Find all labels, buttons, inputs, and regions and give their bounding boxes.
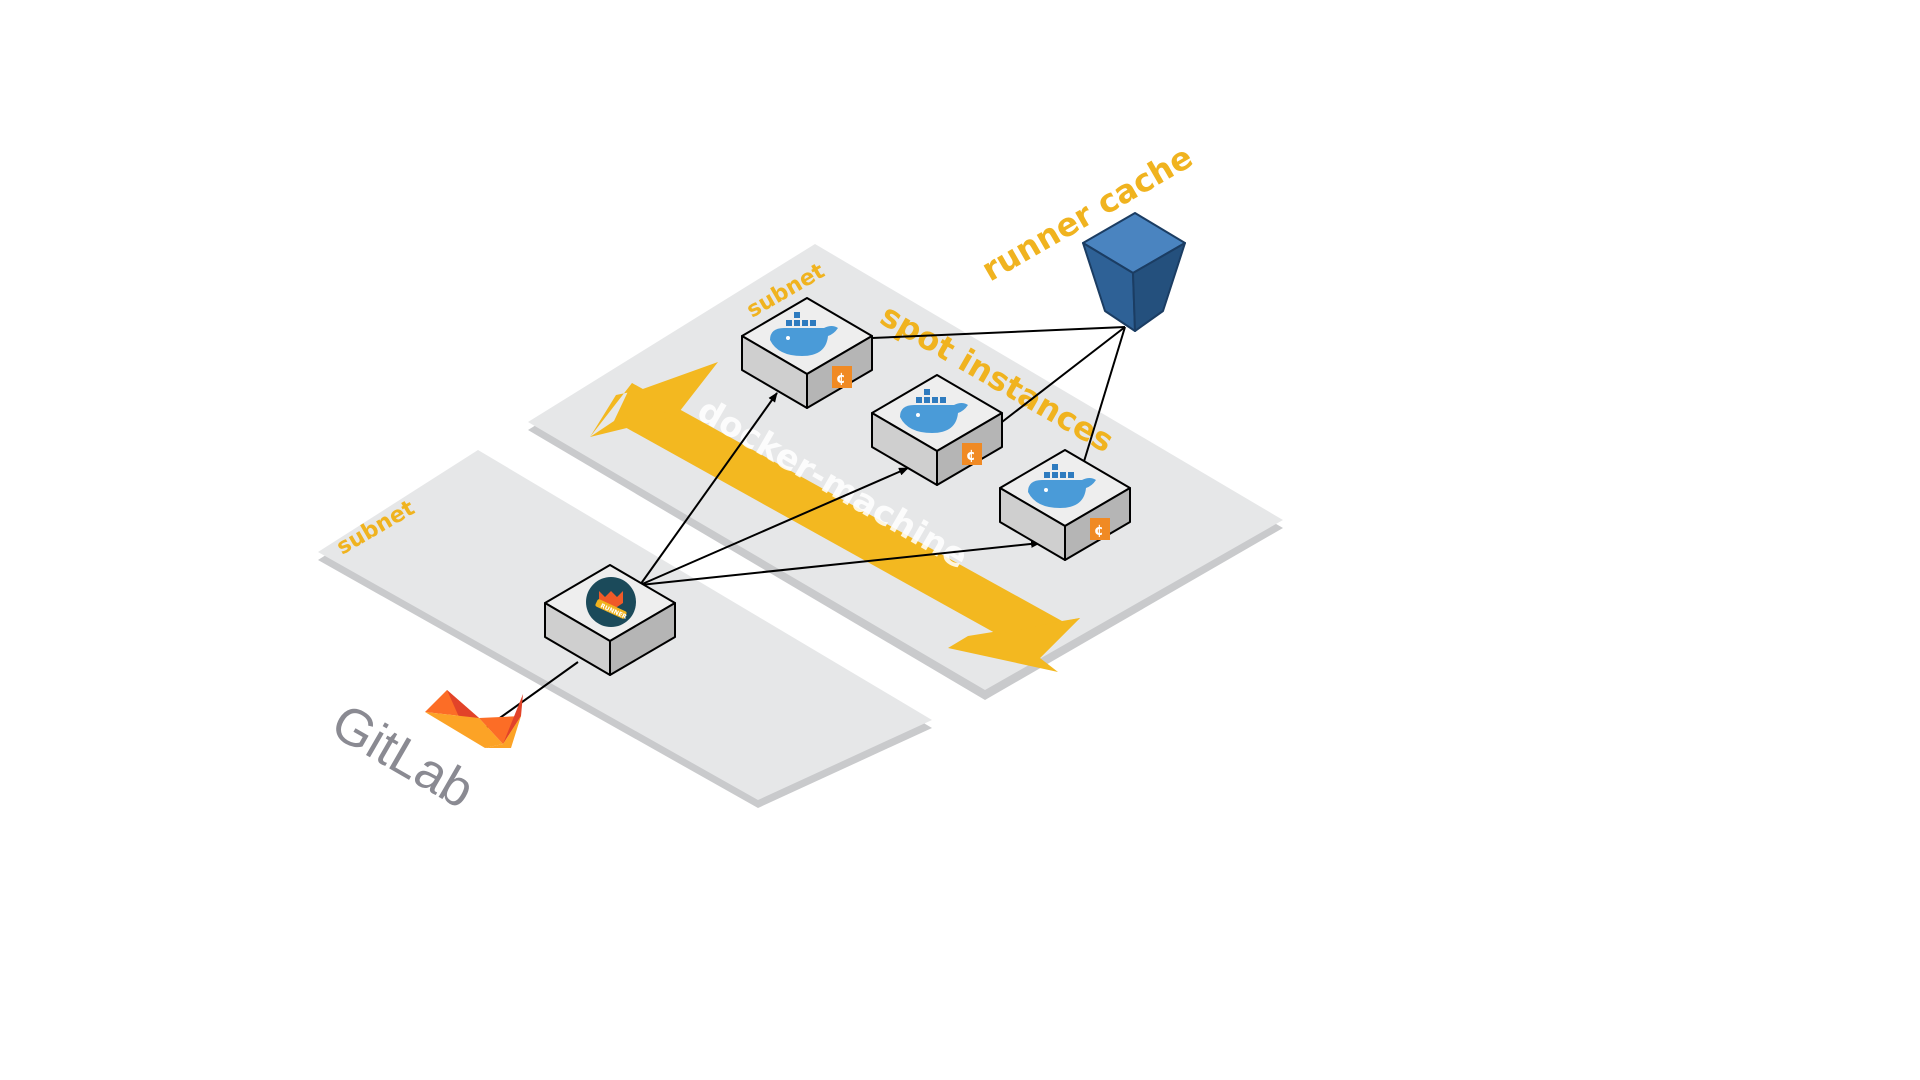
spot-badge-text: ¢	[1094, 523, 1104, 539]
spot3-to-cache-line	[1081, 326, 1126, 469]
spot-instance-icon: ¢	[962, 443, 982, 465]
spot-instance-cube-2: ¢	[871, 374, 1003, 486]
gitlab-runner-icon: RUNNER	[586, 577, 636, 627]
gitlab-fox-icon	[425, 690, 523, 748]
docker-whale-icon	[1028, 464, 1096, 508]
runner-to-spot3-arrow	[639, 539, 1041, 586]
runner-instance-cube: RUNNER	[544, 564, 676, 676]
spot2-to-cache-line	[1001, 326, 1126, 423]
runner-to-spot2-arrow	[639, 467, 909, 586]
s3-bucket-icon	[1082, 212, 1186, 332]
spot-instance-icon: ¢	[832, 366, 852, 388]
spot-instance-cube-3: ¢	[999, 449, 1131, 561]
spot1-to-cache-line	[871, 326, 1126, 339]
runner-to-spot1-arrow	[639, 392, 778, 586]
docker-whale-icon	[900, 389, 968, 433]
docker-whale-icon	[770, 312, 838, 356]
spot-badge-text: ¢	[966, 448, 976, 464]
spot-instance-cube-1: ¢	[741, 297, 873, 409]
spot-instance-icon: ¢	[1090, 518, 1110, 540]
spot-badge-text: ¢	[836, 371, 846, 387]
